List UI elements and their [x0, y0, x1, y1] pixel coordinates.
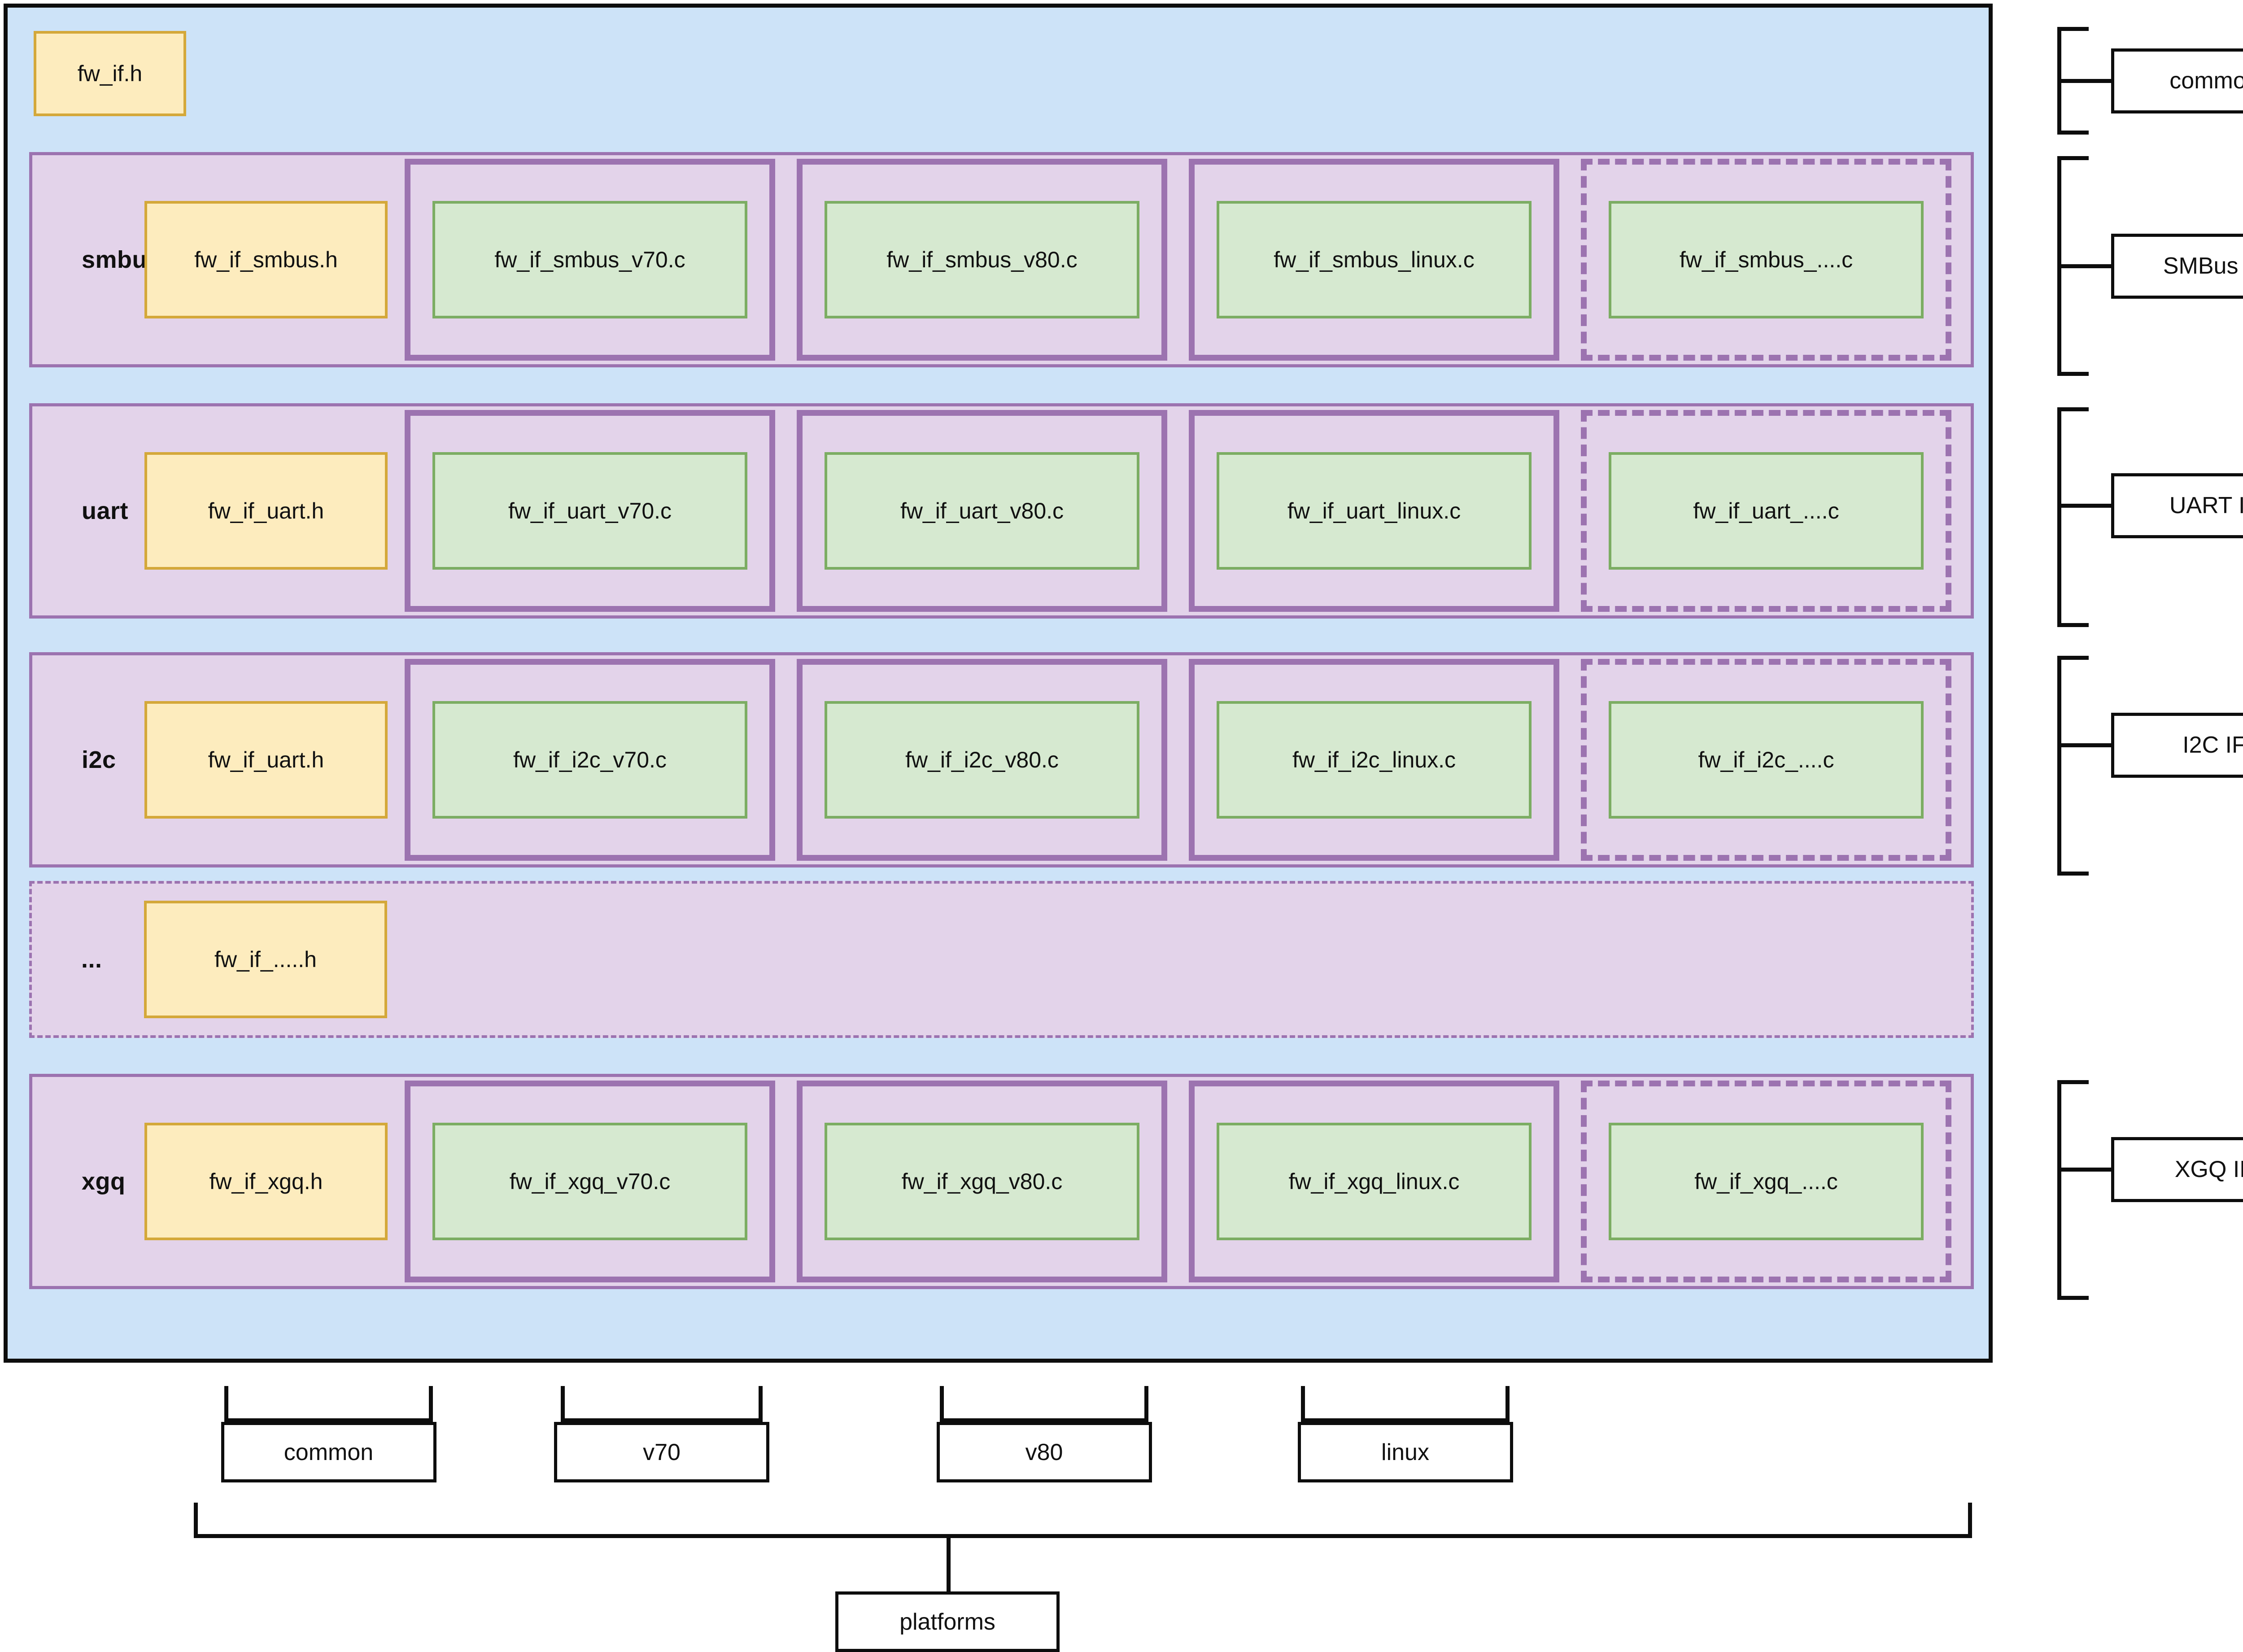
impl-wrapper-smbus-1: fw_if_smbus_v80.c [797, 159, 1167, 361]
impl-wrapper-smbus-3: fw_if_smbus_....c [1581, 159, 1951, 361]
group-label-uart: uart [82, 497, 129, 524]
legend-box-i2c-if: I2C IF [2111, 712, 2243, 778]
platform-bracket-right-arm-v80 [1144, 1386, 1148, 1418]
legend-bracket-top-arm-xgq-if [2057, 1080, 2089, 1084]
platform-bracket-right-arm-linux [1506, 1386, 1510, 1418]
protocol-group-xgq: xgq fw_if_xgq.h fw_if_xgq_v70.c fw_if_xgq_v… [29, 1074, 1974, 1289]
legend-box-platforms: platforms [835, 1591, 1060, 1652]
legend-bracket-stub-xgq-if [2057, 1168, 2111, 1172]
group-label-i2c: i2c [82, 746, 116, 773]
file-box-impl-i2c-3: fw_if_i2c_....c [1609, 701, 1924, 819]
file-box-impl-i2c-2: fw_if_i2c_linux.c [1217, 701, 1532, 819]
legend-bracket-bottom-arm-uart-if [2057, 623, 2089, 627]
protocol-group-more: ... fw_if_.....h [29, 881, 1974, 1038]
file-box-impl-xgq-3: fw_if_xgq_....c [1609, 1123, 1924, 1240]
platforms-bracket-left-arm [194, 1503, 198, 1538]
legend-box-platform-v70: v70 [554, 1422, 769, 1482]
platforms-bracket-stub [947, 1534, 951, 1592]
legend-bracket-spine-uart-if [2057, 407, 2061, 627]
platform-bracket-left-arm-v80 [940, 1386, 944, 1418]
legend-bracket-stub-common [2057, 79, 2111, 83]
legend-bracket-stub-smbus-if [2057, 264, 2111, 268]
legend-bracket-top-arm-common [2057, 27, 2089, 31]
group-label-more: ... [81, 946, 102, 973]
file-box-header-smbus: fw_if_smbus.h [144, 201, 388, 318]
file-box-impl-smbus-0: fw_if_smbus_v70.c [432, 201, 747, 318]
file-box-impl-xgq-2: fw_if_xgq_linux.c [1217, 1123, 1532, 1240]
impl-wrapper-i2c-3: fw_if_i2c_....c [1581, 659, 1951, 861]
impl-wrapper-uart-2: fw_if_uart_linux.c [1189, 410, 1559, 612]
legend-bracket-bottom-arm-common [2057, 131, 2089, 135]
legend-box-xgq-if: XGQ IF [2111, 1137, 2243, 1202]
legend-box-platform-common: common [221, 1422, 436, 1482]
legend-bracket-stub-uart-if [2057, 504, 2111, 508]
impl-wrapper-xgq-1: fw_if_xgq_v80.c [797, 1081, 1167, 1282]
legend-bracket-top-arm-smbus-if [2057, 156, 2089, 160]
platform-bracket-right-arm-v70 [759, 1386, 763, 1418]
file-box-impl-smbus-3: fw_if_smbus_....c [1609, 201, 1924, 318]
group-label-smbus: smbus [82, 246, 161, 273]
impl-wrapper-smbus-0: fw_if_smbus_v70.c [405, 159, 775, 361]
file-box-impl-i2c-0: fw_if_i2c_v70.c [432, 701, 747, 819]
platforms-bracket-right-arm [1968, 1503, 1972, 1538]
legend-box-platform-v80: v80 [936, 1422, 1152, 1482]
legend-box-uart-if: UART IF [2111, 473, 2243, 538]
protocol-group-uart: uart fw_if_uart.h fw_if_uart_v70.c fw_if_ua… [29, 403, 1974, 619]
file-box-impl-xgq-1: fw_if_xgq_v80.c [825, 1123, 1139, 1240]
impl-wrapper-i2c-2: fw_if_i2c_linux.c [1189, 659, 1559, 861]
file-box-impl-smbus-1: fw_if_smbus_v80.c [825, 201, 1139, 318]
platform-bracket-left-arm-v70 [561, 1386, 565, 1418]
impl-wrapper-smbus-2: fw_if_smbus_linux.c [1189, 159, 1559, 361]
impl-wrapper-uart-0: fw_if_uart_v70.c [405, 410, 775, 612]
legend-bracket-stub-i2c-if [2057, 743, 2111, 747]
file-box-fw-if-h: fw_if.h [34, 31, 186, 116]
platform-bracket-left-arm-common [224, 1386, 228, 1418]
file-box-header-i2c: fw_if_uart.h [144, 701, 388, 819]
impl-wrapper-uart-3: fw_if_uart_....c [1581, 410, 1951, 612]
file-box-header-uart: fw_if_uart.h [144, 452, 388, 570]
legend-box-platform-linux: linux [1297, 1422, 1513, 1482]
file-box-header-xgq: fw_if_xgq.h [144, 1123, 388, 1240]
legend-box-smbus-if: SMBus IF [2111, 233, 2243, 299]
legend-box-common: common [2111, 48, 2243, 113]
legend-bracket-spine-i2c-if [2057, 656, 2061, 876]
impl-wrapper-xgq-3: fw_if_xgq_....c [1581, 1081, 1951, 1282]
legend-bracket-spine-xgq-if [2057, 1080, 2061, 1300]
legend-bracket-bottom-arm-i2c-if [2057, 872, 2089, 876]
group-label-xgq: xgq [82, 1168, 126, 1195]
file-box-impl-smbus-2: fw_if_smbus_linux.c [1217, 201, 1532, 318]
impl-wrapper-uart-1: fw_if_uart_v80.c [797, 410, 1167, 612]
platform-bracket-right-arm-common [429, 1386, 433, 1418]
legend-bracket-bottom-arm-smbus-if [2057, 372, 2089, 376]
file-box-header-more: fw_if_.....h [144, 901, 387, 1018]
file-box-impl-uart-0: fw_if_uart_v70.c [432, 452, 747, 570]
file-box-impl-uart-1: fw_if_uart_v80.c [825, 452, 1139, 570]
platform-bracket-left-arm-linux [1301, 1386, 1305, 1418]
platforms-bracket-rail [194, 1534, 1972, 1538]
file-box-impl-i2c-1: fw_if_i2c_v80.c [825, 701, 1139, 819]
impl-wrapper-xgq-0: fw_if_xgq_v70.c [405, 1081, 775, 1282]
legend-bracket-bottom-arm-xgq-if [2057, 1296, 2089, 1300]
legend-bracket-top-arm-i2c-if [2057, 656, 2089, 660]
legend-bracket-top-arm-uart-if [2057, 407, 2089, 411]
protocol-group-i2c: i2c fw_if_uart.h fw_if_i2c_v70.c fw_if_i2c_… [29, 652, 1974, 867]
impl-wrapper-i2c-0: fw_if_i2c_v70.c [405, 659, 775, 861]
file-box-impl-uart-2: fw_if_uart_linux.c [1217, 452, 1532, 570]
impl-wrapper-xgq-2: fw_if_xgq_linux.c [1189, 1081, 1559, 1282]
impl-wrapper-i2c-1: fw_if_i2c_v80.c [797, 659, 1167, 861]
file-box-impl-xgq-0: fw_if_xgq_v70.c [432, 1123, 747, 1240]
file-box-impl-uart-3: fw_if_uart_....c [1609, 452, 1924, 570]
